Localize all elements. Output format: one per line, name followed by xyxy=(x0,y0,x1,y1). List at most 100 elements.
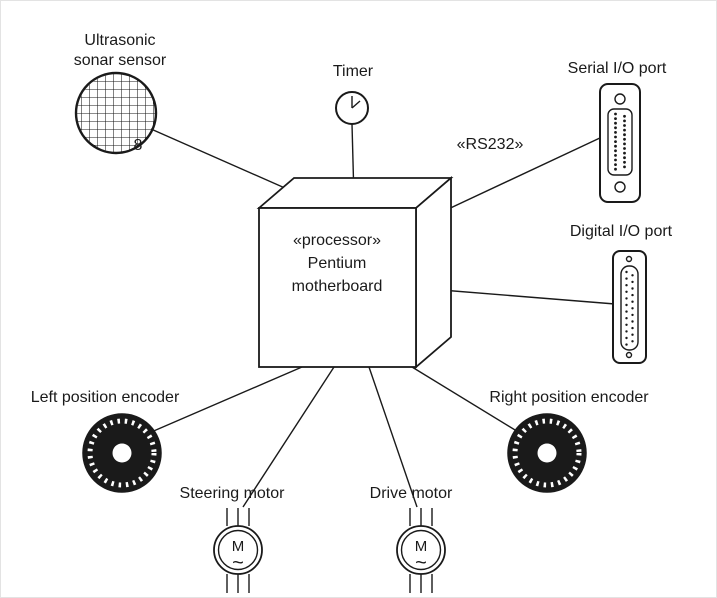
connector-pin xyxy=(623,114,626,118)
drive-motor-wave: ~ xyxy=(415,552,427,574)
connector-pin xyxy=(631,326,634,330)
link-leftencoder-processor xyxy=(148,366,303,434)
connector-pin xyxy=(625,270,628,274)
digital-port-node: Digital I/O port xyxy=(570,223,673,364)
connector-pin xyxy=(614,144,617,148)
sonar-sensor-icon xyxy=(74,71,158,155)
connector-pin xyxy=(614,154,617,157)
serial-port-label: Serial I/O port xyxy=(568,60,667,77)
connector-pin xyxy=(623,133,626,137)
timer-hour-hand xyxy=(351,100,361,109)
serial-port-node: Serial I/O port «RS232» xyxy=(457,60,667,203)
timer-label: Timer xyxy=(333,63,374,80)
connector-pin xyxy=(625,343,628,346)
steering-motor-wave: ~ xyxy=(232,552,244,574)
left-encoder-hub xyxy=(112,443,132,463)
digital-slot-face xyxy=(620,265,639,351)
digital-pin-field xyxy=(625,270,634,346)
sonar-multiplicity: 8 xyxy=(134,137,143,154)
right-encoder-label: Right position encoder xyxy=(489,389,649,406)
connector-pin xyxy=(631,287,634,290)
rs232-link-label: «RS232» xyxy=(457,136,524,153)
steering-motor-label: Steering motor xyxy=(180,485,286,502)
connector-pin xyxy=(631,333,634,336)
connector-pin xyxy=(614,117,617,120)
connector-pin xyxy=(623,124,626,127)
processor-cube-front xyxy=(258,207,417,368)
right-encoder-perforations xyxy=(512,418,582,488)
serial-screw-bottom xyxy=(614,181,626,193)
processor-node: «processor» Pentium motherboard xyxy=(256,176,454,369)
serial-dsub-face xyxy=(607,108,633,176)
connector-pin xyxy=(625,336,628,340)
connector-pin xyxy=(623,119,626,123)
connector-pin xyxy=(614,149,617,153)
connector-pin xyxy=(625,310,628,313)
drive-motor-label: Drive motor xyxy=(370,485,453,502)
connector-pin xyxy=(614,121,617,125)
connector-pin xyxy=(623,160,626,164)
processor-name-line2: motherboard xyxy=(292,278,383,295)
link-steering-processor xyxy=(242,366,335,508)
connector-pin xyxy=(614,140,617,144)
sonar-label-line2: sonar sensor xyxy=(74,52,167,69)
left-encoder-node: Left position encoder xyxy=(31,389,180,493)
connector-pin xyxy=(625,303,628,307)
connector-pin xyxy=(614,112,617,116)
connector-pin xyxy=(631,300,634,303)
connector-pin xyxy=(625,323,628,326)
digital-notch-top xyxy=(625,255,633,263)
connector-pin xyxy=(614,131,617,134)
processor-cube-side xyxy=(415,176,452,369)
steering-motor-node: Steering motor M ~ xyxy=(180,485,286,593)
connector-pin xyxy=(631,320,634,323)
right-encoder-node: Right position encoder xyxy=(489,389,649,493)
connector-pin xyxy=(631,340,634,343)
link-sonar-processor xyxy=(150,128,304,197)
right-encoder-hub xyxy=(537,443,557,463)
connector-pin xyxy=(625,317,628,320)
timer-node: Timer xyxy=(333,63,374,125)
left-encoder-label: Left position encoder xyxy=(31,389,180,406)
connector-pin xyxy=(623,137,626,141)
connector-pin xyxy=(623,156,626,160)
connector-pin xyxy=(625,290,628,293)
digital-notch-bottom xyxy=(625,351,633,359)
drive-motor-icon-inner xyxy=(400,529,442,571)
processor-name-line1: Pentium xyxy=(308,255,367,272)
connector-pin xyxy=(623,151,626,155)
connector-pin xyxy=(623,128,626,132)
processor-stereotype: «processor» xyxy=(293,232,381,249)
serial-screw-top xyxy=(614,93,626,105)
connector-pin xyxy=(625,297,628,300)
steering-motor-icon-inner xyxy=(217,529,259,571)
connector-pin xyxy=(625,284,628,287)
serial-pin-field xyxy=(614,112,626,171)
connector-pin xyxy=(614,167,617,171)
connector-pin xyxy=(614,158,617,162)
connector-pin xyxy=(623,142,626,146)
link-digital-processor xyxy=(428,288,616,305)
connector-pin xyxy=(625,330,628,333)
link-drive-processor xyxy=(368,366,418,508)
connector-pin xyxy=(631,307,634,310)
link-rightencoder-processor xyxy=(411,366,521,434)
connector-pin xyxy=(623,165,626,169)
drive-motor-symbol: M xyxy=(415,538,428,555)
connector-pin xyxy=(631,274,634,277)
connector-pin xyxy=(631,293,634,297)
digital-port-label: Digital I/O port xyxy=(570,223,673,240)
link-serial-processor xyxy=(426,136,603,220)
connector-pin xyxy=(614,163,617,167)
connector-pin xyxy=(623,147,626,150)
sonar-label-line1: Ultrasonic xyxy=(84,32,155,49)
connector-pin xyxy=(614,135,617,139)
links xyxy=(148,123,616,508)
connector-pin xyxy=(631,280,634,284)
steering-motor-symbol: M xyxy=(232,538,245,555)
connector-pin xyxy=(631,313,634,317)
sonar-node: Ultrasonic sonar sensor 8 xyxy=(74,32,167,155)
connector-pin xyxy=(625,277,628,280)
